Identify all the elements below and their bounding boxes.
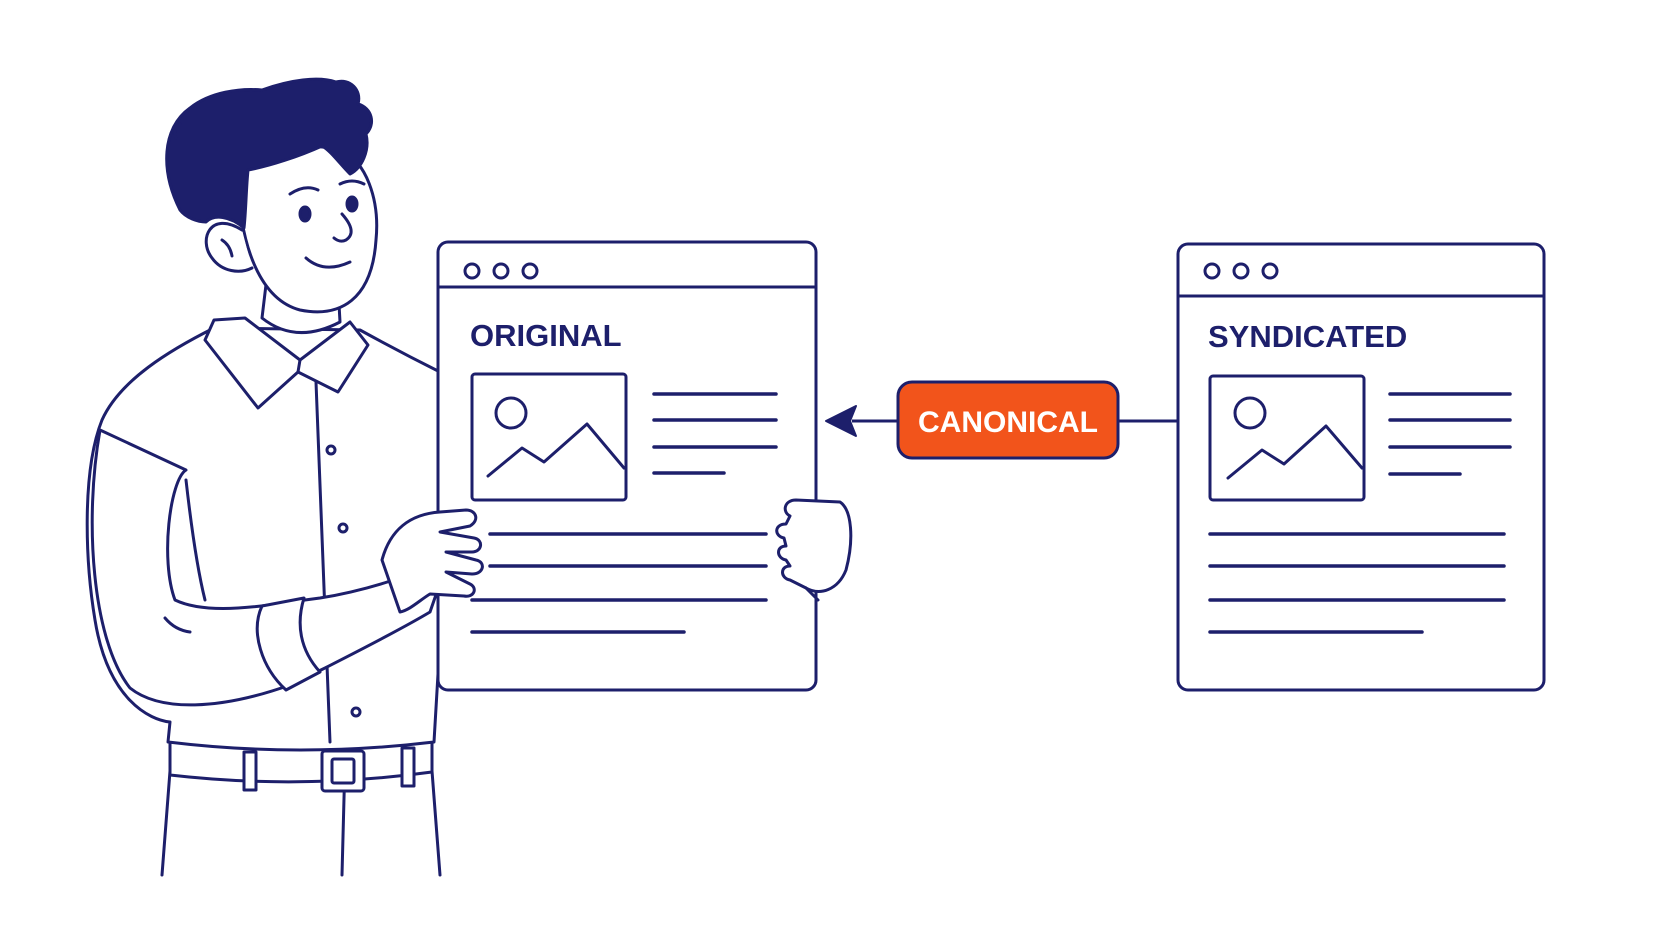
person-illustration: [85, 77, 450, 877]
syndicated-image-placeholder-icon: [1208, 374, 1366, 502]
syndicated-text-lines: [1208, 392, 1512, 634]
shirt-cuff: [255, 596, 322, 692]
syndicated-window-dot-3: [1261, 262, 1279, 280]
person-hands: [380, 498, 853, 614]
person-smile: [304, 256, 352, 269]
belt-buckle: [320, 749, 366, 793]
person-left-arm: [90, 428, 450, 707]
canonical-connector: [825, 380, 1178, 460]
canonical-label: CANONICAL: [918, 406, 1098, 439]
person-eye-right: [345, 195, 359, 213]
person-eye-left: [298, 205, 312, 223]
syndicated-window-dot-2: [1232, 262, 1250, 280]
person-nose: [332, 212, 353, 243]
original-window-dot-2: [492, 262, 510, 280]
person-hair: [165, 77, 374, 230]
syndicated-window-dot-1: [1203, 262, 1221, 280]
person-right-hand: [775, 498, 853, 593]
original-text-lines: [470, 392, 778, 634]
belt-loop-left: [242, 750, 258, 792]
shirt-placket: [314, 380, 332, 744]
belt-loop-right: [400, 746, 416, 788]
syndicated-window-title: SYNDICATED: [1208, 319, 1407, 354]
canonical-badge: [896, 380, 1120, 460]
arrow-left-icon: [825, 405, 857, 437]
syndicated-window: [1176, 242, 1546, 692]
person-left-hand: [380, 508, 484, 614]
person-collar: [203, 316, 370, 410]
original-window-title: ORIGINAL: [470, 318, 622, 353]
original-window-dot-3: [521, 262, 539, 280]
original-window: [436, 240, 818, 692]
original-image-placeholder-icon: [470, 372, 628, 502]
original-window-dot-1: [463, 262, 481, 280]
